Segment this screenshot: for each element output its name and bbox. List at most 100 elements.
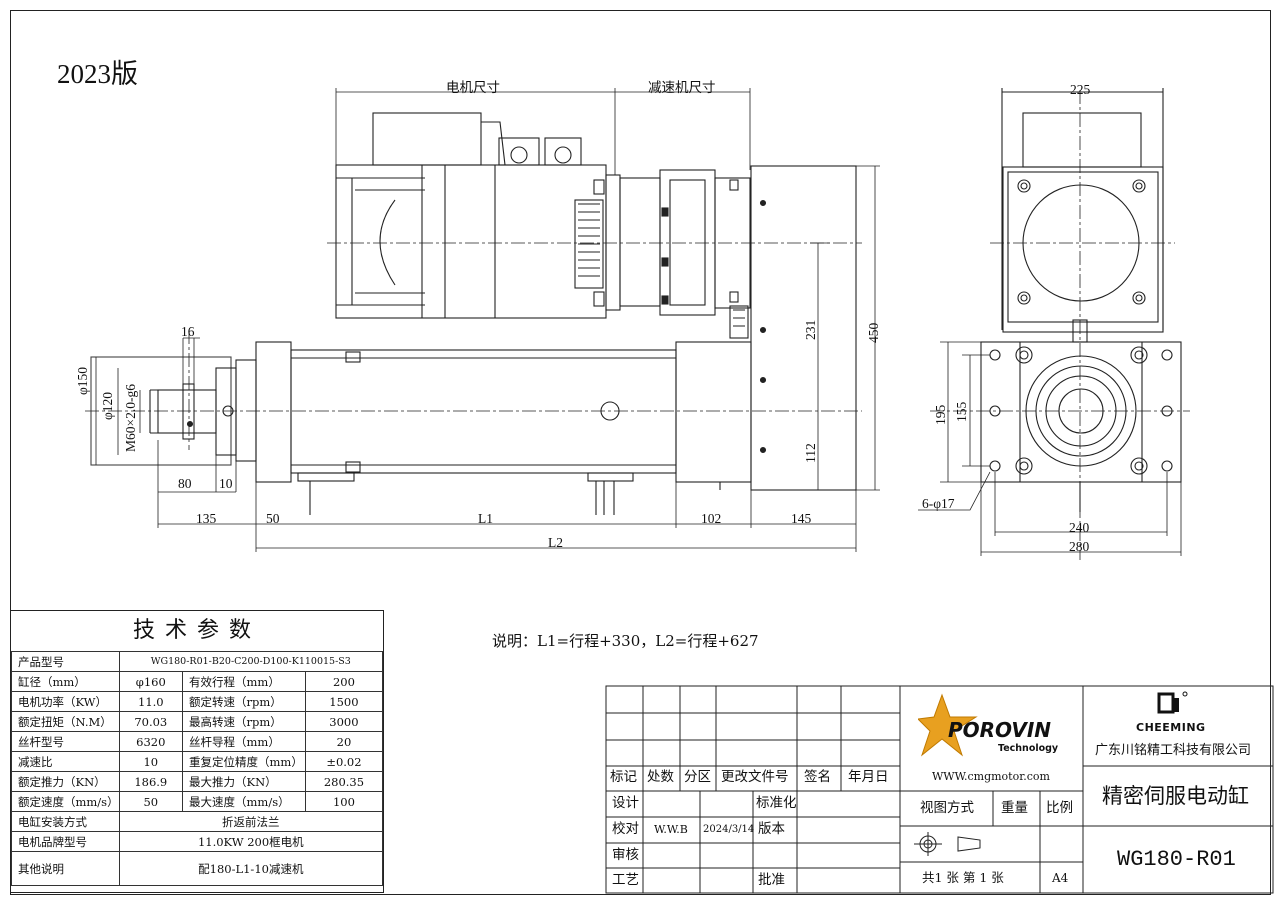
dim-thread: M60×2.0-g6 bbox=[123, 384, 138, 452]
dim-240: 240 bbox=[1069, 520, 1090, 535]
check-label: 校对 bbox=[612, 821, 639, 837]
drawing-frame bbox=[10, 10, 1271, 895]
table-row: 额定扭矩（N.M） 70.03 最高转速（rpm） 3000 bbox=[11, 711, 384, 732]
param-value: 50 bbox=[118, 791, 184, 812]
scale-label: 比例 bbox=[1046, 800, 1073, 816]
review-label: 审核 bbox=[612, 847, 639, 863]
website: WWW.cmgmotor.com bbox=[932, 770, 1050, 783]
param-label: 额定推力（KN） bbox=[11, 771, 120, 792]
param-value: ±0.02 bbox=[304, 751, 384, 772]
param-label: 最高转速（rpm） bbox=[182, 711, 306, 732]
param-label: 电机品牌型号 bbox=[11, 831, 120, 852]
table-row: 额定推力（KN） 186.9 最大推力（KN） 280.35 bbox=[11, 771, 384, 792]
porovin-logo-sub: Technology bbox=[998, 743, 1059, 754]
table-row: 额定速度（mm/s） 50 最大速度（mm/s） 100 bbox=[11, 791, 384, 812]
param-label: 电机功率（KW） bbox=[11, 691, 120, 712]
projection-symbol bbox=[914, 832, 981, 856]
rev-header-count: 处数 bbox=[647, 769, 674, 785]
dim-231: 231 bbox=[803, 319, 818, 340]
param-label: 电缸安装方式 bbox=[11, 811, 120, 832]
dim-102: 102 bbox=[701, 511, 722, 526]
param-label: 额定速度（mm/s） bbox=[11, 791, 120, 812]
dim-50: 50 bbox=[266, 511, 280, 526]
cheeming-logo-text: CHEEMING bbox=[1136, 721, 1206, 734]
dim-280: 280 bbox=[1069, 539, 1090, 554]
process-label: 工艺 bbox=[612, 872, 639, 888]
dim-L2: L2 bbox=[548, 535, 563, 550]
param-value: φ160 bbox=[118, 671, 184, 692]
cheeming-logo-mark bbox=[1157, 691, 1188, 714]
rev-header-date: 年月日 bbox=[848, 769, 889, 785]
standardization-label: 标准化 bbox=[756, 795, 797, 811]
dim-135: 135 bbox=[196, 511, 217, 526]
param-label: 丝杆导程（mm） bbox=[182, 731, 306, 752]
dim-16: 16 bbox=[181, 324, 195, 339]
param-value: 70.03 bbox=[118, 711, 184, 732]
rev-header-doc: 更改文件号 bbox=[721, 769, 789, 785]
dim-145: 145 bbox=[791, 511, 812, 526]
table-row: 缸径（mm） φ160 有效行程（mm） 200 bbox=[11, 671, 384, 692]
porovin-logo-text: POROVIN bbox=[948, 718, 1052, 742]
param-value: 6320 bbox=[118, 731, 184, 752]
param-label: 其他说明 bbox=[11, 851, 120, 886]
motor-side-view bbox=[335, 112, 607, 319]
weight-label: 重量 bbox=[1001, 800, 1028, 816]
rev-header-zone: 分区 bbox=[684, 769, 711, 785]
table-row: 其他说明 配180-L1-10减速机 bbox=[11, 851, 384, 886]
table-row: 电机品牌型号 11.0KW 200框电机 bbox=[11, 831, 384, 852]
dim-reducer-size: 减速机尺寸 bbox=[648, 80, 716, 95]
rev-header-mark: 标记 bbox=[610, 769, 637, 785]
param-label: 额定扭矩（N.M） bbox=[11, 711, 120, 732]
version-label: 2023版 bbox=[57, 59, 138, 89]
param-value: 100 bbox=[304, 791, 384, 812]
param-label: 额定转速（rpm） bbox=[182, 691, 306, 712]
param-label: 缸径（mm） bbox=[11, 671, 120, 692]
param-value: 20 bbox=[304, 731, 384, 752]
company-name: 广东川铭精工科技有限公司 bbox=[1095, 743, 1252, 758]
param-value: 200 bbox=[304, 671, 384, 692]
param-label: 最大速度（mm/s） bbox=[182, 791, 306, 812]
right-end-view bbox=[980, 88, 1182, 512]
dim-L1: L1 bbox=[478, 511, 493, 526]
dim-phi150: φ150 bbox=[75, 366, 90, 395]
right-dimension-lines bbox=[918, 341, 1182, 556]
table-row: 电缸安装方式 折返前法兰 bbox=[11, 811, 384, 832]
fold-housing bbox=[750, 165, 857, 491]
param-label: 最大推力（KN） bbox=[182, 771, 306, 792]
param-value: 3000 bbox=[304, 711, 384, 732]
param-value: 186.9 bbox=[118, 771, 184, 792]
view-method-label: 视图方式 bbox=[920, 800, 974, 816]
dim-450: 450 bbox=[866, 322, 881, 343]
table-row: 减速比 10 重复定位精度（mm） ±0.02 bbox=[11, 751, 384, 772]
dim-80: 80 bbox=[178, 476, 192, 491]
param-value: 11.0 bbox=[118, 691, 184, 712]
table-row: 丝杆型号 6320 丝杆导程（mm） 20 bbox=[11, 731, 384, 752]
dim-motor-size: 电机尺寸 bbox=[446, 80, 500, 95]
table-row: 产品型号 WG180-R01-B20-C200-D100-K110015-S3 bbox=[11, 651, 384, 672]
dimension-lines bbox=[95, 88, 880, 552]
checker-name: W.W.B bbox=[654, 823, 688, 836]
param-value: 10 bbox=[118, 751, 184, 772]
product-name: 精密伺服电动缸 bbox=[1102, 784, 1249, 808]
sheet-count: 共1 张 第 1 张 bbox=[922, 870, 1004, 885]
param-label: 产品型号 bbox=[11, 651, 120, 672]
dimension-note: 说明：L1=行程+330，L2=行程+627 bbox=[492, 632, 759, 650]
edition-label: 版本 bbox=[758, 821, 785, 837]
table-row: 电机功率（KW） 11.0 额定转速（rpm） 1500 bbox=[11, 691, 384, 712]
param-label: 重复定位精度（mm） bbox=[182, 751, 306, 772]
param-value: 1500 bbox=[304, 691, 384, 712]
dim-195: 195 bbox=[933, 404, 948, 425]
porovin-logo-star bbox=[918, 693, 978, 757]
param-value: 折返前法兰 bbox=[118, 811, 384, 832]
rev-header-sign: 签名 bbox=[804, 769, 831, 785]
param-label: 有效行程（mm） bbox=[182, 671, 306, 692]
tech-params-table: 技术参数 产品型号 WG180-R01-B20-C200-D100-K11001… bbox=[10, 610, 384, 893]
param-value: 配180-L1-10减速机 bbox=[118, 851, 384, 886]
param-label: 丝杆型号 bbox=[11, 731, 120, 752]
center-lines bbox=[85, 90, 1190, 560]
param-value: 11.0KW 200框电机 bbox=[118, 831, 384, 852]
model-number: WG180-R01 bbox=[1117, 847, 1236, 872]
reducer-side-view bbox=[605, 169, 751, 339]
param-value: WG180-R01-B20-C200-D100-K110015-S3 bbox=[118, 651, 384, 672]
